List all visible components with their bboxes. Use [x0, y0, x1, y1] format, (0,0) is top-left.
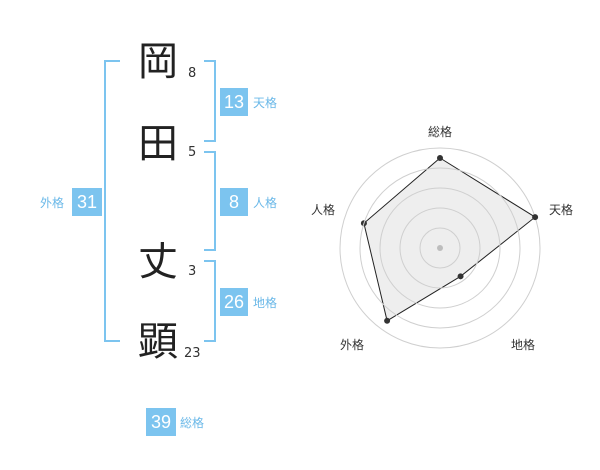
radar-ring-overlay: [379, 187, 501, 309]
name-char-2-strokes: 5: [188, 145, 197, 160]
radar-ring-overlay: [359, 167, 521, 329]
soukaku-value-badge: 39: [146, 408, 176, 436]
tenkaku-bracket: [204, 60, 216, 142]
name-char-4: 顕: [138, 319, 178, 365]
chikaku-label: 地格: [253, 296, 278, 310]
chikaku-value-badge: 26: [220, 288, 248, 316]
radar-label-jinkaku: 人格: [311, 203, 336, 217]
jinkaku-value-badge: 8: [220, 188, 248, 216]
radar-point-3: [384, 317, 391, 324]
radar-label-gaikaku: 外格: [340, 338, 365, 352]
radar-point-2: [457, 273, 464, 280]
name-char-2: 田: [138, 121, 178, 167]
name-char-3: 丈: [138, 239, 178, 285]
radar-ring-overlay: [399, 207, 481, 289]
chikaku-bracket: [204, 260, 216, 342]
radar-point-1: [532, 214, 539, 221]
outer-bracket: [104, 60, 120, 342]
tenkaku-value-badge: 13: [220, 88, 248, 116]
radar-point-0: [437, 155, 443, 161]
name-char-1-strokes: 8: [188, 66, 197, 81]
soukaku-label: 総格: [180, 416, 205, 430]
radar-label-tenkaku: 天格: [549, 203, 574, 217]
name-char-1: 岡: [138, 39, 178, 85]
radar-ring-overlay: [419, 227, 461, 269]
jinkaku-label: 人格: [253, 196, 278, 210]
radar-label-soukaku: 総格: [428, 125, 453, 139]
name-char-3-strokes: 3: [188, 264, 197, 279]
radar-polygon: [363, 157, 536, 322]
tenkaku-label: 天格: [253, 96, 278, 110]
radar-label-chikaku: 地格: [511, 338, 536, 352]
gaikaku-label: 外格: [40, 196, 65, 210]
gaikaku-value-badge: 31: [72, 188, 102, 216]
radar-center-dot: [437, 245, 443, 251]
jinkaku-bracket: [204, 151, 216, 251]
name-char-4-strokes: 23: [184, 346, 201, 361]
